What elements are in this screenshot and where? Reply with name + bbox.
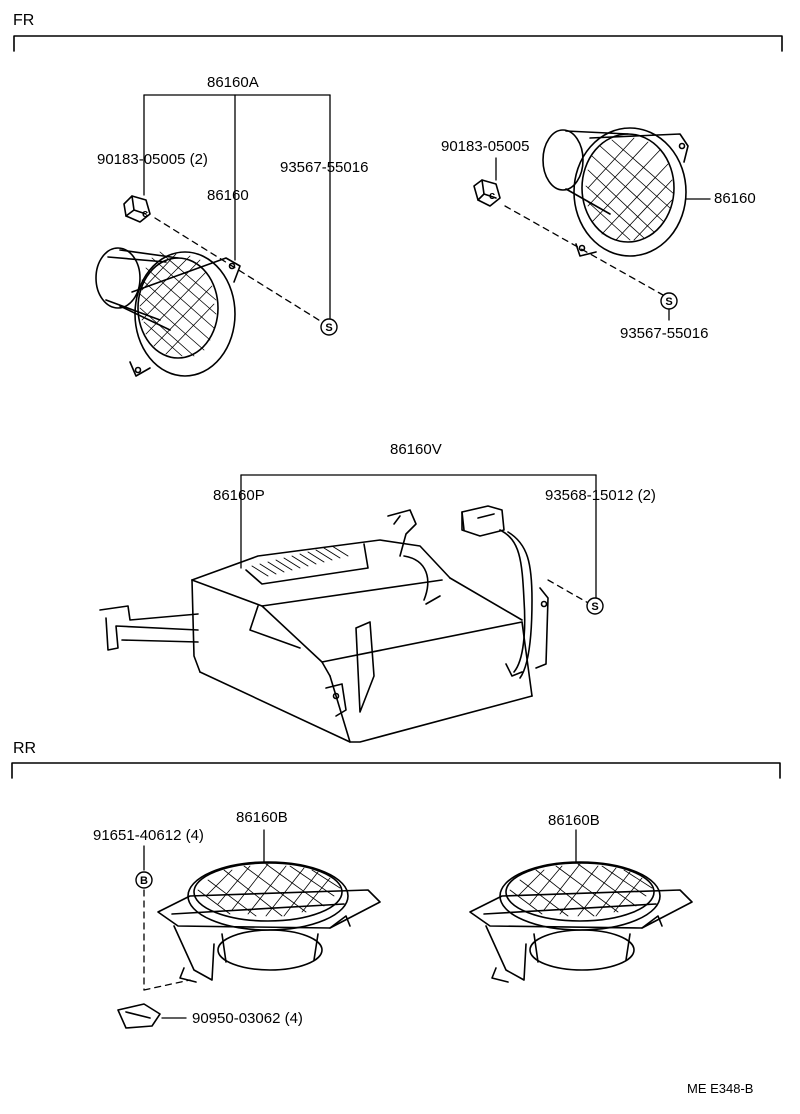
rr-left-leaders (143, 829, 265, 1019)
svg-text:S: S (325, 322, 332, 334)
part-label-rr-left-speaker: 86160B (236, 809, 288, 826)
fr-left-leaders (143, 94, 331, 323)
diagram-reference-code: ME E348-B (687, 1081, 754, 1096)
fr-left-screw-callout: S (320, 318, 338, 336)
amplifier-connector-harness (461, 505, 533, 679)
part-label-rr-nut: 90950-03062 (4) (192, 1010, 303, 1027)
fr-left-speaker-grille (139, 251, 217, 357)
part-label-86160v: 86160V (390, 441, 442, 458)
fr-right-speaker (542, 127, 689, 257)
part-label-fr-left-screw: 93567-55016 (280, 159, 369, 176)
fr-right-screw-callout: S (660, 292, 678, 310)
fr-right-speaker-grille (585, 137, 675, 241)
amp-leaders (240, 474, 597, 605)
section-label-fr: FR (13, 12, 35, 29)
fr-right-clip-callout: c (489, 190, 495, 202)
part-label-rr-right-speaker: 86160B (548, 812, 600, 829)
svg-text:S: S (591, 601, 598, 613)
part-label-amp-screw: 93568-15012 (2) (545, 487, 656, 504)
fr-left-clip-callout: c (142, 208, 148, 220)
svg-text:B: B (140, 875, 148, 887)
part-label-fr-left-speaker: 86160 (207, 187, 249, 204)
rr-left-speaker-grille (197, 863, 341, 917)
part-label-fr-right-screw: 93567-55016 (620, 325, 709, 342)
fr-left-clip (123, 195, 151, 223)
amplifier-vent-slots (251, 545, 349, 577)
amplifier-brackets (99, 509, 549, 717)
rr-left-speaker (157, 861, 381, 983)
fr-right-leaders (495, 157, 711, 321)
fr-right-clip (473, 179, 501, 207)
svg-text:S: S (665, 296, 672, 308)
amplifier-body (191, 539, 533, 743)
rr-bolt-callout: B (135, 871, 153, 889)
svg-text:c: c (142, 208, 148, 220)
rr-right-speaker-grille (509, 863, 653, 917)
part-label-86160p: 86160P (213, 487, 265, 504)
svg-text:c: c (489, 190, 495, 202)
part-label-fr-right-clip: 90183-05005 (441, 138, 530, 155)
rr-nut-part (117, 1003, 161, 1029)
section-label-rr: RR (13, 740, 37, 757)
part-label-86160a: 86160A (207, 74, 259, 91)
part-label-fr-right-speaker: 86160 (714, 190, 756, 207)
rr-right-speaker (469, 861, 693, 983)
part-label-rr-bolt: 91651-40612 (4) (93, 827, 204, 844)
fr-section-bracket (13, 35, 783, 52)
part-label-fr-left-clip: 90183-05005 (2) (97, 151, 208, 168)
rr-section-bracket (11, 762, 781, 779)
fr-left-speaker (95, 247, 241, 377)
amp-screw-callout: S (586, 597, 604, 615)
